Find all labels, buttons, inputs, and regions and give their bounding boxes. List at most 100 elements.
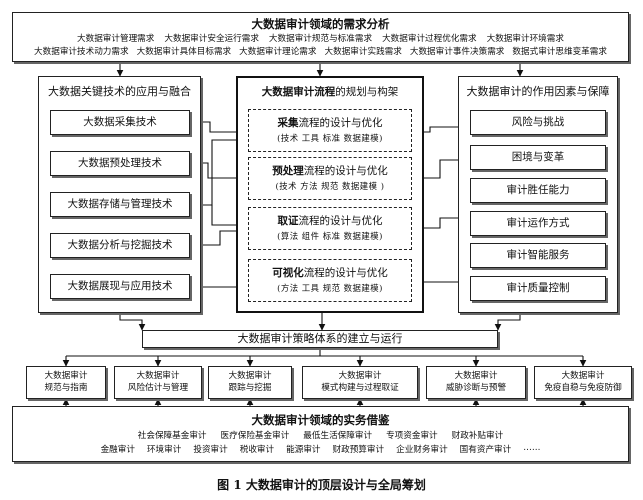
link-storage-tech [190,136,249,206]
strategy-item-line: 免疫自稳与免疫防御 [544,382,622,393]
process-panel-title-bold: 大数据审计流程 [261,86,336,98]
process-panel-title: 大数据审计流程的规划与构架 [238,84,422,99]
practice-item: 财政补贴审计 [451,431,504,442]
phase-subtitle: (方法 工具 规范 数据建模) [277,283,383,294]
requirements-row-1: 大数据审计管理需求 大数据审计安全运行需求 大数据审计规范与标准需求 大数据审计… [77,32,564,44]
phase-subtitle: (算法 组件 标准 数据建模) [277,231,383,242]
requirement-item: 大数据审计具体目标需求 [136,47,232,58]
practice-item: 企业财务审计 [396,445,448,456]
phase-title: 可视化流程的设计与优化 [272,267,388,280]
factor-item-risk: 风险与挑战 [470,110,606,135]
strategy-item-threat: 大数据审计 威胁诊断与预警 [426,366,526,399]
phase-rest: 流程的设计与优化 [303,165,388,178]
factor-item-label: 审计胜任能力 [506,183,570,196]
factor-item-dilemma: 困境与变革 [470,145,606,170]
strategy-item-modeling: 大数据审计 模式构建与过程取证 [302,366,418,399]
strategy-item-line: 模式构建与过程取证 [321,382,399,393]
phase-keyword: 可视化 [272,267,304,280]
factor-item-label: 风险与挑战 [511,115,565,128]
tech-item-label: 大数据展现与应用技术 [67,279,173,292]
tech-item-label: 大数据存储与管理技术 [67,197,173,210]
requirement-item: 大数据审计安全运行需求 [164,34,259,45]
requirement-item: 大数据审计规范与标准需求 [268,34,373,45]
strategy-item-line: 跟踪与挖掘 [228,382,272,393]
tech-panel-title: 大数据关键技术的应用与融合 [48,85,191,98]
phase-collect: 采集流程的设计与优化 (技术 工具 标准 数据建模) [248,109,412,152]
strategy-box: 大数据审计策略体系的建立与运行 [142,330,498,348]
requirement-item: 大数据审计过程优化需求 [382,34,477,45]
factor-item-quality: 审计质量控制 [470,276,606,301]
practice-item: 金融审计 [100,445,135,456]
link-right-evidence [411,217,470,232]
phase-subtitle: (技术 工具 标准 数据建模) [277,133,383,144]
factor-item-operation: 审计运作方式 [470,211,606,236]
phase-title: 采集流程的设计与优化 [278,117,383,130]
link-right-preprocess [411,159,470,182]
strategy-item-line: 大数据审计 [338,371,382,382]
phase-evidence: 取证流程的设计与优化 (算法 组件 标准 数据建模) [248,207,412,250]
phase-keyword: 预处理 [272,165,304,178]
tech-item-label: 大数据采集技术 [83,115,157,128]
phase-rest: 流程的设计与优化 [303,267,388,280]
phase-keyword: 采集 [277,117,299,130]
strategy-item-line: 规范与指南 [44,382,88,393]
arrow-left-to-strategy [119,313,146,331]
factor-item-smart-service: 审计智能服务 [470,243,606,268]
requirement-item: 数据式审计思维变革需求 [512,47,607,58]
tech-item-display: 大数据展现与应用技术 [50,274,190,299]
strategy-item-standards: 大数据审计 规范与指南 [26,366,106,399]
practice-box: 大数据审计领域的实务借鉴 社会保障基金审计 医疗保险基金审计 最低生活保障审计 … [12,406,629,462]
practice-item: 医疗保险基金审计 [220,431,290,442]
practice-item: 专项资金审计 [386,431,438,442]
practice-item: …… [523,443,541,454]
strategy-item-line: 大数据审计 [228,371,272,382]
strategy-item-immune: 大数据审计 免疫自稳与免疫防御 [534,366,632,399]
practice-title: 大数据审计领域的实务借鉴 [251,412,390,427]
tech-item-label: 大数据预处理技术 [78,156,162,169]
phase-subtitle: (技术 方法 规范 数据建模 ) [275,181,385,192]
practice-item: 社会保障基金审计 [137,431,207,442]
strategy-item-line: 大数据审计 [561,371,605,382]
phase-preprocess: 预处理流程的设计与优化 (技术 方法 规范 数据建模 ) [248,157,412,200]
phase-keyword: 取证 [277,215,299,228]
requirement-item: 大数据审计环境需求 [486,34,564,45]
strategy-item-risk: 大数据审计 风险估计与管理 [114,366,202,399]
practice-row-2: 金融审计 环境审计 投资审计 税收审计 能源审计 财政预算审计 企业财务审计 国… [101,443,541,455]
practice-item: 国有资产审计 [459,445,512,456]
strategy-item-line: 大数据审计 [454,371,498,382]
practice-item: 最低生活保障审计 [303,431,373,442]
link-analysis-tech [190,227,249,246]
process-panel-title-rest: 的规划与构架 [335,86,399,98]
tech-item-label: 大数据分析与挖掘技术 [67,238,173,251]
requirement-item: 大数据审计管理需求 [77,34,155,45]
strategy-item-line: 大数据审计 [44,371,88,382]
practice-item: 税收审计 [239,445,275,456]
tech-item-analysis: 大数据分析与挖掘技术 [50,233,190,258]
factor-item-competence: 审计胜任能力 [470,178,606,203]
phase-title: 预处理流程的设计与优化 [272,165,388,178]
factor-item-label: 审计运作方式 [506,216,570,229]
phase-title: 取证流程的设计与优化 [278,215,383,228]
practice-row-1: 社会保障基金审计 医疗保险基金审计 最低生活保障审计 专项资金审计 财政补贴审计 [138,429,503,441]
figure-caption: 图 1 大数据审计的顶层设计与全局筹划 [217,478,426,492]
tech-item-collect: 大数据采集技术 [50,110,190,135]
factor-item-label: 困境与变革 [511,150,565,163]
phase-visualization: 可视化流程的设计与优化 (方法 工具 规范 数据建模) [248,259,412,302]
arrow-right-to-strategy [494,313,521,331]
tech-item-storage: 大数据存储与管理技术 [50,192,190,217]
factor-item-label: 审计质量控制 [506,281,570,294]
strategy-item-line: 大数据审计 [136,371,180,382]
requirement-item: 大数据审计理论需求 [239,47,317,58]
requirement-item: 大数据审计事件决策需求 [409,47,505,58]
phase-rest: 流程的设计与优化 [298,215,383,228]
practice-item: 投资审计 [193,445,228,456]
requirements-box: 大数据审计领域的需求分析 大数据审计管理需求 大数据审计安全运行需求 大数据审计… [12,12,629,62]
tech-item-preprocess: 大数据预处理技术 [50,151,190,176]
factors-panel-title: 大数据审计的作用因素与保障 [466,85,610,98]
phase-rest: 流程的设计与优化 [298,117,383,130]
practice-item: 能源审计 [286,445,321,456]
strategy-item-tracking: 大数据审计 跟踪与挖掘 [208,366,292,399]
factor-item-label: 审计智能服务 [506,248,570,261]
